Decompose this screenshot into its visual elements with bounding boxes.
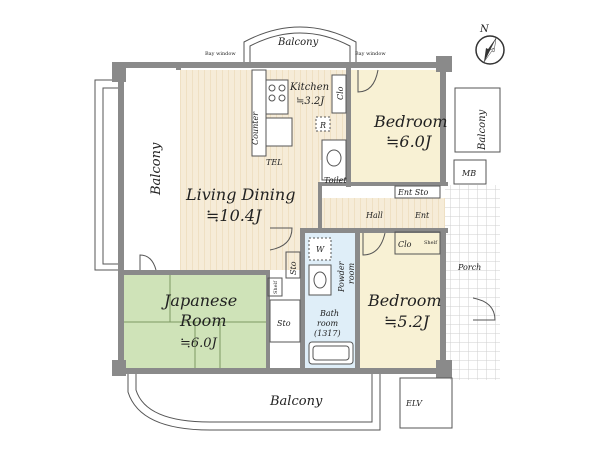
tatami-lines: [120, 275, 270, 370]
japanese-name1: Japanese: [161, 291, 237, 310]
balcony-top-label: Balcony: [277, 37, 319, 48]
living-name: Living Dining: [185, 185, 295, 204]
porch-floor: [445, 185, 500, 380]
bath-size: (1317): [314, 329, 341, 338]
bedroom1-name: Bedroom: [373, 112, 448, 131]
elv-shaft: [399, 377, 453, 429]
ent-label: Ent: [414, 211, 430, 220]
counter-label: Counter: [251, 111, 260, 145]
walls: [112, 56, 452, 378]
balcony-outlines: [94, 26, 501, 431]
bath-fixtures: [308, 237, 354, 365]
balcony-left-label: Balcony: [149, 142, 164, 196]
hall-label: Hall: [365, 211, 383, 220]
bedroom1-floor: [350, 70, 445, 185]
doors: [139, 69, 496, 321]
tel-label: TEL: [266, 158, 283, 167]
kitchen-fixtures: [251, 69, 347, 157]
powder-name1: Powder: [337, 260, 346, 293]
shelf1-label: Shelf: [273, 280, 279, 294]
sto1-label: Sto: [289, 261, 298, 275]
toilet-label: Toilet: [324, 176, 347, 185]
powder-name2: room: [347, 263, 356, 284]
clo1-label: Clo: [336, 86, 345, 100]
bay-window-label-2: Bay window: [355, 51, 386, 57]
balcony-right-label: Balcony: [477, 109, 488, 151]
shelf2-label: Shelf: [424, 240, 438, 246]
living-size: ≒10.4J: [206, 206, 263, 225]
bay-window-label-1: Bay window: [205, 51, 236, 57]
storage-outlines: [267, 159, 487, 343]
clo2-label: Clo: [398, 240, 412, 249]
toilet-fixture: [321, 139, 347, 181]
japanese-name2: Room: [179, 311, 226, 330]
japanese-size: ≒6.0J: [180, 336, 218, 351]
bath-name1: Bath: [319, 309, 339, 318]
north-label: N: [479, 24, 490, 35]
porch-label: Porch: [457, 263, 481, 272]
compass-icon: N: [475, 24, 505, 65]
bath-name2: room: [317, 319, 338, 328]
elv-label: ELV: [405, 399, 423, 408]
bedroom2-name: Bedroom: [367, 291, 442, 310]
sto2-label: Sto: [277, 319, 291, 328]
w-label: W: [316, 245, 325, 254]
bedroom2-floor: [360, 232, 445, 372]
hall-floor: [320, 198, 445, 232]
r-label: R: [319, 121, 326, 130]
bedroom1-size: ≒6.0J: [386, 132, 433, 151]
balcony-bottom-label: Balcony: [269, 394, 323, 409]
mb-label: MB: [461, 169, 476, 178]
kitchen-name: Kitchen: [289, 82, 329, 93]
kitchen-size: ≒3.2J: [296, 96, 325, 107]
bedroom2-size: ≒5.2J: [384, 312, 431, 331]
ent-sto-label: Ent Sto: [397, 188, 428, 197]
